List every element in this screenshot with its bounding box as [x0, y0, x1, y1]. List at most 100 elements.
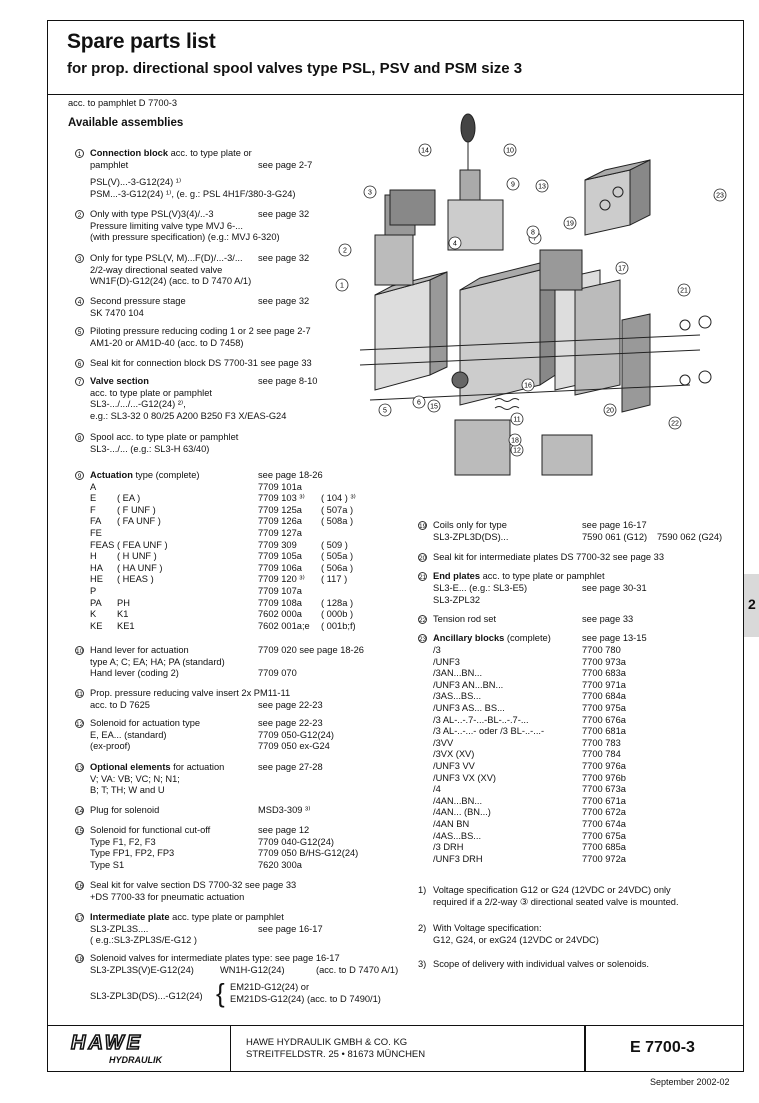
actuation-cell: ( 506a ): [321, 562, 354, 573]
item-line: Piloting pressure reducing coding 1 or 2…: [90, 326, 311, 338]
ancillary-part-number: 7700 976a: [582, 761, 626, 771]
item-number: 12: [75, 719, 84, 728]
actuation-cell: ( H UNF ): [117, 551, 157, 562]
svg-text:6: 6: [417, 400, 421, 407]
item-text: SL3-.../.../...-G12(24) ²⁾,: [90, 399, 186, 410]
svg-text:15: 15: [430, 404, 438, 411]
item-ref: 7709 040-G12(24): [258, 836, 334, 847]
item-text: Valve section: [90, 376, 149, 386]
svg-text:18: 18: [511, 438, 519, 445]
see-page-ref: see page 32: [258, 296, 310, 306]
actuation-cell: ( 128a ): [321, 597, 354, 608]
footnote-text: Scope of delivery with individual valves…: [433, 959, 650, 969]
item-text: SK 7470 104: [90, 307, 144, 318]
ancillary-type: /4AN...BN...: [433, 795, 483, 806]
item-ref: see page 12: [258, 825, 310, 835]
item-text: Piloting pressure reducing coding 1 or 2…: [90, 326, 311, 336]
item-line: SL3-.../.../...-G12(24) ²⁾,: [90, 399, 186, 411]
ancillary-part-number: 7700 973a: [582, 656, 626, 667]
item-ref: MSD3-309 ³⁾: [258, 805, 311, 815]
svg-text:10: 10: [506, 148, 514, 155]
svg-text:8: 8: [531, 230, 535, 237]
footnote-text: Voltage specification G12 or G24 (12VDC …: [433, 885, 671, 895]
see-page-ref: see page 32: [258, 253, 310, 263]
item-ref: 7709 020 see page 18-26: [258, 645, 364, 655]
item-number: 19: [418, 521, 427, 530]
ancillary-part-number: 7700 783: [582, 737, 621, 748]
actuation-cell: ( 104 ) ³⁾: [321, 493, 356, 504]
svg-text:11: 11: [513, 417, 520, 424]
actuation-cell: FEAS: [90, 539, 115, 550]
ancillary-part-number: 7700 780: [582, 645, 621, 655]
svg-text:4: 4: [453, 241, 457, 248]
see-page-ref: see page 30-31: [582, 583, 647, 593]
valve-type: SL3-ZPL3D(DS)...-G12(24): [90, 991, 203, 1001]
svg-text:21: 21: [680, 288, 688, 295]
actuation-cell: ( 507a ): [321, 504, 354, 515]
item-number: 6: [75, 359, 84, 368]
svg-text:16: 16: [524, 383, 532, 390]
ancillary-part-number: 7700 683a: [582, 668, 626, 679]
item-line: SL3-ZPL3S....: [90, 923, 149, 934]
item-line: Second pressure stage: [90, 296, 186, 308]
callout-15: 15: [427, 399, 441, 413]
ancillary-part-number: 7700 684a: [582, 691, 626, 702]
item-number: 8: [75, 433, 84, 442]
item-line: 2/2-way directional seated valve: [90, 265, 222, 277]
callout-10: 10: [503, 143, 517, 157]
actuation-cell: ( F UNF ): [117, 504, 156, 515]
item-line: Solenoid for actuation type: [90, 718, 201, 728]
see-page-ref: see page 18-26: [258, 470, 323, 480]
valve-type: EM21D-G12(24) or: [230, 982, 310, 992]
ancillary-part-number: 7700 784: [582, 749, 621, 760]
item-number: 10: [75, 646, 84, 655]
callout-17: 17: [615, 261, 629, 275]
ancillary-type: /3 DRH: [433, 842, 464, 853]
ancillary-type: /UNF3 VX (XV): [433, 772, 497, 783]
ancillary-part-number: 7700 672a: [582, 807, 626, 818]
item-ref: 7709 050 B/HS-G12(24): [258, 848, 359, 859]
actuation-cell: HA: [90, 562, 103, 573]
item-line: Seal kit for valve section DS 7700-32 se…: [90, 880, 297, 890]
actuation-cell: A: [90, 481, 97, 492]
svg-text:12: 12: [513, 448, 521, 455]
ancillary-type: /4AS...BS...: [433, 830, 482, 841]
callout-2: 2: [338, 243, 352, 257]
page-frame: [47, 20, 744, 1072]
page-title: Spare parts list: [67, 30, 216, 53]
item-line: Pressure limiting valve type MVJ 6-...: [90, 221, 243, 233]
ancillary-type: /3: [433, 645, 441, 655]
actuation-cell: ( FA UNF ): [117, 516, 161, 527]
actuation-cell: 7602 000a: [258, 609, 302, 620]
callout-1: 1: [335, 278, 349, 292]
callout-13: 13: [535, 179, 549, 193]
actuation-cell: 7709 105a: [258, 551, 302, 562]
svg-text:14: 14: [421, 148, 429, 155]
item-ref: 7709 050 ex-G24: [258, 741, 330, 752]
ancillary-part-number: 7700 971a: [582, 679, 626, 690]
callout-19: 19: [563, 216, 577, 230]
callout-11: 11: [510, 412, 524, 426]
ancillary-type: /UNF3: [433, 656, 460, 667]
item-number: 7: [75, 377, 84, 386]
callout-3: 3: [363, 185, 377, 199]
item-text: AM1-20 or AM1D-40 (acc. to D 7458): [90, 337, 244, 348]
callout-9: 9: [506, 177, 520, 191]
actuation-cell: 7709 107a: [258, 586, 302, 596]
actuation-cell: ( 508a ): [321, 516, 354, 527]
item-line: Plug for solenoid: [90, 805, 160, 815]
item-ref: see page 27-28: [258, 762, 323, 772]
actuation-cell: 7709 106a: [258, 562, 302, 573]
item-line: SK 7470 104: [90, 308, 144, 320]
see-page-ref: see page 33: [582, 614, 634, 624]
svg-text:7: 7: [533, 236, 537, 243]
item-text: e.g.: SL3-32 0 80/25 A200 B250 F3 X/EAS-…: [90, 410, 287, 421]
svg-text:1: 1: [340, 283, 344, 290]
item-line: AM1-20 or AM1D-40 (acc. to D 7458): [90, 338, 243, 350]
item-ref: 7709 050-G12(24): [258, 729, 334, 740]
part-number: 7590 062 (G24): [657, 532, 723, 542]
item-line: Connection block acc. to type plate or: [90, 148, 252, 160]
ancillary-part-number: 7700 671a: [582, 795, 626, 806]
ancillary-part-number: 7700 972a: [582, 853, 626, 864]
item-line: Prop. pressure reducing valve insert 2x …: [90, 688, 291, 698]
